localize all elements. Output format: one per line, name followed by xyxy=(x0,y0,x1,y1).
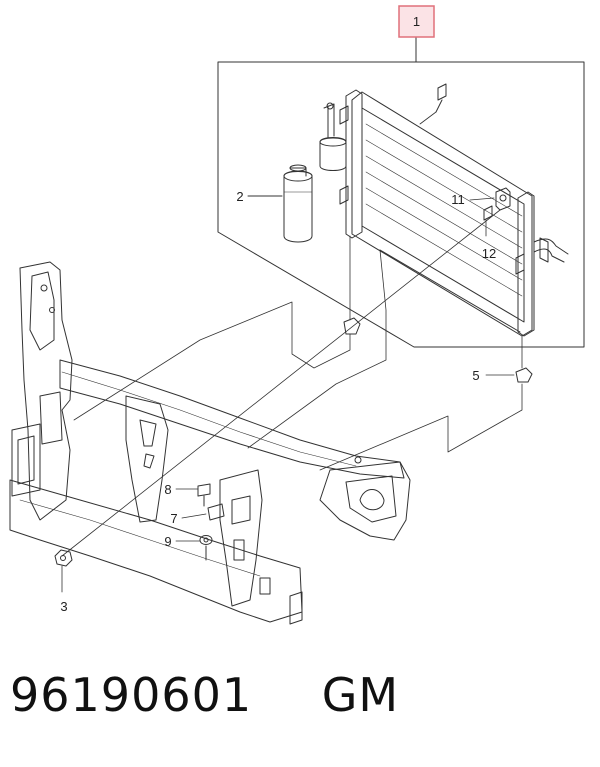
callout-box-1 xyxy=(398,5,435,38)
callout-leader-11 xyxy=(469,197,495,201)
callout-label-5: 5 xyxy=(472,368,479,383)
condenser xyxy=(319,83,569,337)
parts-diagram: 1 2 11 12 5 8 7 9 3 xyxy=(9,5,585,625)
callout-leader-7 xyxy=(181,513,207,519)
callout-label-1: 1 xyxy=(413,14,420,29)
callout-label-9: 9 xyxy=(164,534,171,549)
radiator-support xyxy=(9,261,533,625)
part-caption: 96190601 GM xyxy=(10,668,590,748)
part-number: 96190601 xyxy=(10,668,253,722)
callout-label-11: 11 xyxy=(451,192,465,207)
brand-label: GM xyxy=(321,668,400,722)
callout-label-7: 7 xyxy=(170,511,177,526)
callout-label-12: 12 xyxy=(482,246,496,261)
callout-label-2: 2 xyxy=(236,189,243,204)
assembly-bracket-frame xyxy=(217,61,585,348)
callout-label-3: 3 xyxy=(60,599,67,614)
callout-label-8: 8 xyxy=(164,482,171,497)
receiver-drier xyxy=(283,164,313,243)
